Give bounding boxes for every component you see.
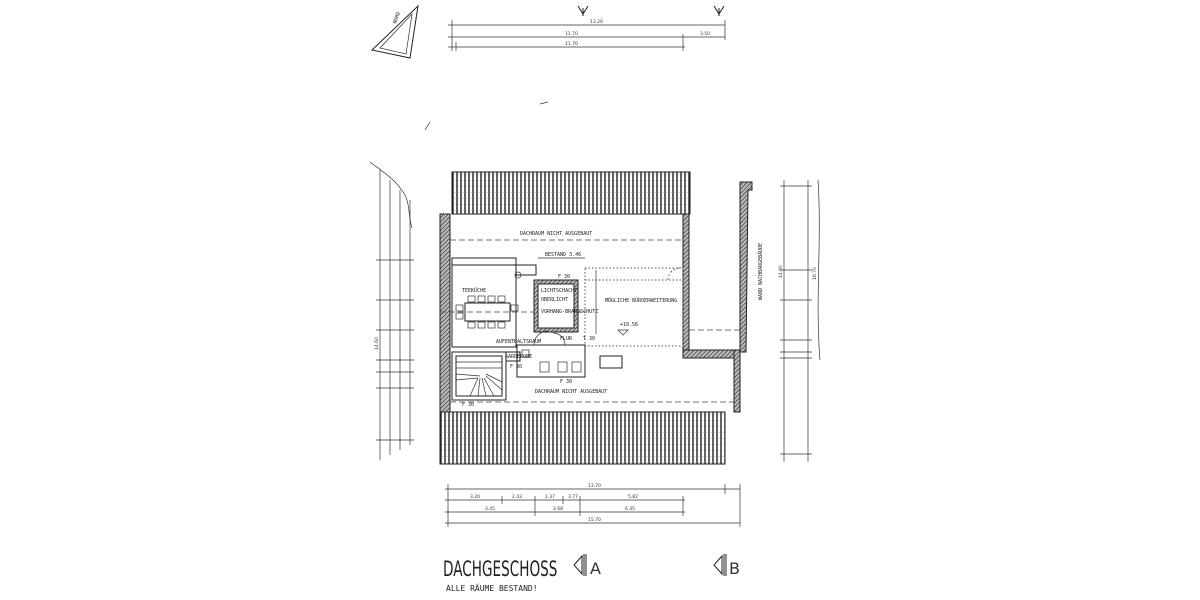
section-b-label: B xyxy=(729,559,740,578)
neighbor-wall-label: WAND NACHBARGEBÄUDE xyxy=(757,243,764,300)
top-dimensions: 13.20 11.70 3.50 11.70 xyxy=(448,5,726,51)
scan-artifact xyxy=(424,101,549,131)
bottom-dimensions: 13.70 3.20 2.43 1.37 3.77 5.82 3.45 2.68… xyxy=(445,483,741,527)
level-label: +10.56 xyxy=(620,322,638,328)
staircase: GARDEROBE F 30 F 30 xyxy=(451,351,532,408)
section-mark-icon xyxy=(577,5,589,16)
right-dimensions: 14.60 16.70 xyxy=(778,179,821,462)
dim-bottom-2: 3.20 xyxy=(470,494,480,500)
lightwell-room: LICHTSCHACHT OBERLICHT VORHANG-BRANDSCHU… xyxy=(533,252,598,333)
fire-rating-label: F 30 xyxy=(462,402,474,408)
fire-rating-label: F 30 xyxy=(510,364,522,370)
chairs xyxy=(455,295,519,329)
tea-kitchen-label: TEEKÜCHE xyxy=(462,287,486,294)
dim-bottom-4: 1.37 xyxy=(545,494,555,500)
dim-bottom-8: 2.68 xyxy=(553,506,563,512)
office-extension-label: MÖGLICHE BÜROERWEITERUNG xyxy=(605,297,677,304)
north-arrow-icon: NORD xyxy=(370,4,419,59)
dim-right-2: 16.70 xyxy=(812,267,818,280)
corridor: FLUR T 30 F 30 xyxy=(516,330,623,385)
dim-bottom-3: 2.43 xyxy=(512,494,522,500)
lounge-label: AUFENTHALTSRAUM xyxy=(496,339,541,345)
dim-right-1: 14.60 xyxy=(778,265,784,278)
section-marker-b: B xyxy=(713,554,740,578)
dim-bottom-7: 3.45 xyxy=(485,506,495,512)
drawing-subtitle: ALLE RÄUME BESTAND! xyxy=(446,583,538,593)
dim-top-4: 11.70 xyxy=(565,41,578,47)
dim-top-2: 11.70 xyxy=(565,31,578,37)
dim-bottom-5: 3.77 xyxy=(568,494,578,500)
drawing-title-group: DACHGESCHOSS xyxy=(443,557,557,582)
roof-north xyxy=(451,171,691,215)
dim-bottom-9: 6.35 xyxy=(625,506,635,512)
tea-kitchen: TEEKÜCHE AUFENTHALTSRAUM xyxy=(440,257,585,348)
section-a-label: A xyxy=(590,559,601,578)
curtain-label: VORHANG-BRANDSCHUTZ xyxy=(541,309,598,315)
section-mark-icon xyxy=(713,5,725,16)
fire-rating-label: F 30 xyxy=(560,379,572,385)
dim-bottom-6: 5.82 xyxy=(628,494,638,500)
corridor-label: FLUR xyxy=(560,336,573,342)
dim-top-3: 3.50 xyxy=(700,31,710,37)
dim-left-1: 14.60 xyxy=(374,337,380,350)
north-label: NORD xyxy=(392,11,402,24)
left-dimensions: 14.60 xyxy=(369,161,414,460)
outer-walls: WAND NACHBARGEBÄUDE xyxy=(439,181,764,413)
table xyxy=(464,302,511,322)
existing-dimension-label: BESTAND 3.46 xyxy=(545,252,581,258)
section-marker-a: A xyxy=(573,554,601,578)
roof-south xyxy=(439,411,726,465)
dim-bottom-10: 15.70 xyxy=(588,517,601,523)
office-extension: MÖGLICHE BÜROERWEITERUNG +10.56 xyxy=(584,267,684,347)
fire-rating-label: F 30 xyxy=(558,274,570,280)
dim-bottom-1: 13.70 xyxy=(588,483,601,489)
attic-south-label: DACHRAUM NICHT AUSGEBAUT xyxy=(535,389,607,395)
drawing-title: DACHGESCHOSS xyxy=(443,557,557,582)
door-rating-label: T 30 xyxy=(583,336,595,342)
dim-top-1: 13.20 xyxy=(590,19,603,25)
lightwell-label: LICHTSCHACHT xyxy=(541,288,577,294)
wardrobe-label: GARDEROBE xyxy=(505,354,532,360)
skylight-label: OBERLICHT xyxy=(541,297,568,303)
attic-north-label: DACHRAUM NICHT AUSGEBAUT xyxy=(520,231,592,237)
